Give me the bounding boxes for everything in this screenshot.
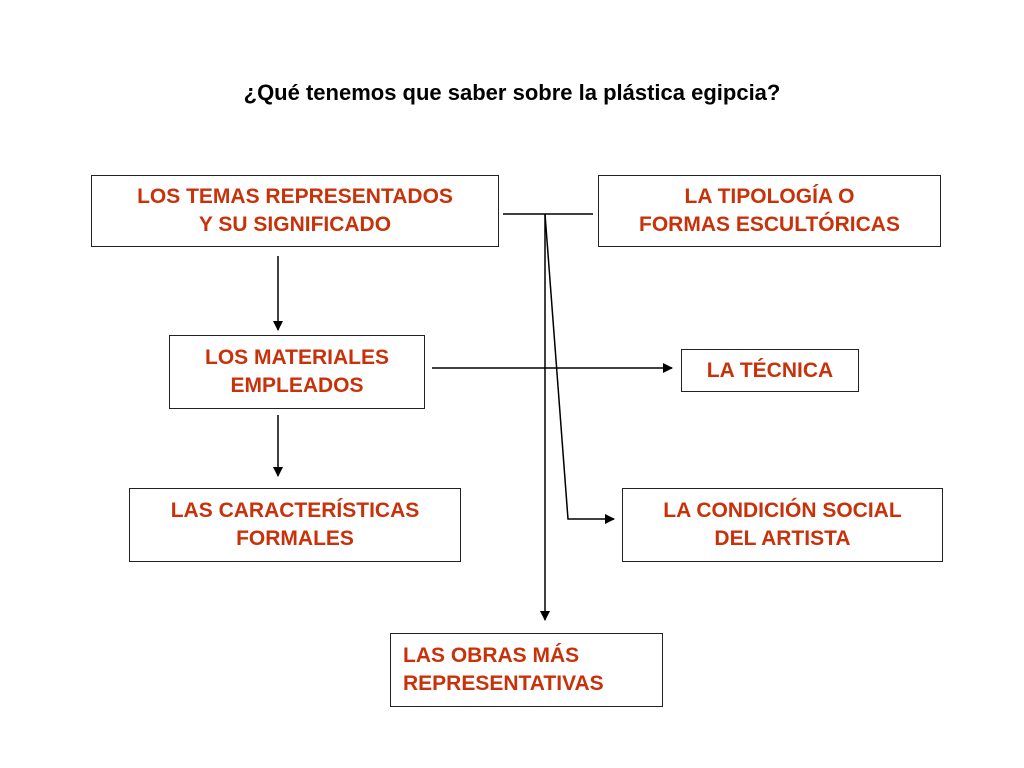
- diagram-title: ¿Qué tenemos que saber sobre la plástica…: [243, 80, 781, 105]
- node-tipologia-label: LA TIPOLOGÍA O FORMAS ESCULTÓRICAS: [639, 185, 900, 236]
- node-condicion: LA CONDICIÓN SOCIAL DEL ARTISTA: [622, 488, 943, 562]
- node-temas: LOS TEMAS REPRESENTADOS Y SU SIGNIFICADO: [91, 175, 499, 247]
- node-tecnica: LA TÉCNICA: [681, 349, 859, 392]
- node-tipologia: LA TIPOLOGÍA O FORMAS ESCULTÓRICAS: [598, 175, 941, 247]
- node-caracteristicas: LAS CARACTERÍSTICAS FORMALES: [129, 488, 461, 562]
- node-tecnica-label: LA TÉCNICA: [706, 358, 834, 382]
- node-materiales-label: LOS MATERIALES EMPLEADOS: [205, 346, 389, 397]
- node-caracteristicas-label: LAS CARACTERÍSTICAS FORMALES: [170, 499, 420, 550]
- node-obras: LAS OBRAS MÁS REPRESENTATIVAS: [390, 633, 663, 707]
- node-obras-label: LAS OBRAS MÁS REPRESENTATIVAS: [403, 644, 604, 695]
- node-materiales: LOS MATERIALES EMPLEADOS: [169, 335, 425, 409]
- node-condicion-label: LA CONDICIÓN SOCIAL DEL ARTISTA: [663, 499, 902, 550]
- node-temas-label: LOS TEMAS REPRESENTADOS Y SU SIGNIFICADO: [137, 185, 453, 236]
- arrow-to-condicion: [544, 213, 615, 524]
